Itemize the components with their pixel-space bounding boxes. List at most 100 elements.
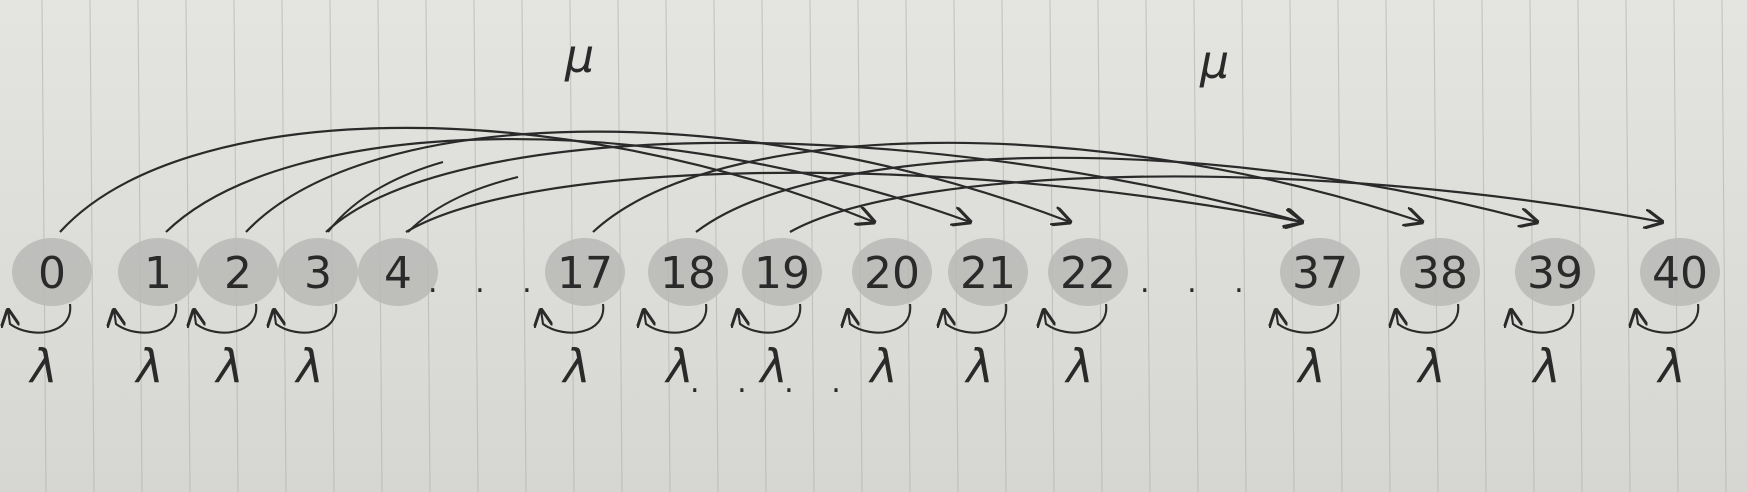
node-shadow (1640, 238, 1720, 306)
state-node-21: 21 (948, 238, 1028, 306)
node-label: 20 (864, 248, 920, 299)
ellipsis-right: . . . (1140, 265, 1258, 300)
lambda-loop-17 (541, 303, 605, 334)
lambda-loop-37 (1276, 303, 1340, 334)
lambda-label: λ (1295, 339, 1325, 393)
mu-transition-arcs (59, 126, 1662, 233)
lambda-loop-20 (848, 303, 912, 334)
node-label: 19 (754, 248, 810, 299)
mu-arc-2-to-22 (245, 130, 1070, 233)
lambda-loop-3 (274, 303, 338, 334)
lambda-loop-22 (1044, 303, 1108, 334)
node-shadow (948, 238, 1028, 306)
node-label: 3 (304, 248, 332, 299)
node-shadow (1280, 238, 1360, 306)
rule-line (1481, 0, 1487, 492)
rule-line (1049, 0, 1055, 492)
mu-label-right: μ (1199, 35, 1229, 89)
rule-line (521, 0, 527, 492)
lambda-loop-39 (1511, 303, 1575, 334)
state-node-3: 3 (278, 238, 358, 306)
node-shadow (12, 238, 92, 306)
lambda-label: λ (293, 339, 323, 393)
node-label: 17 (557, 248, 613, 299)
state-node-4: 4 (358, 238, 438, 306)
lambda-label: λ (133, 339, 163, 393)
node-label: 40 (1652, 248, 1708, 299)
mu-arc-stub (407, 176, 519, 233)
ellipsis-bottom: . . . . (690, 365, 855, 400)
node-label: 38 (1412, 248, 1468, 299)
state-node-2: 2 (198, 238, 278, 306)
rule-line (1193, 0, 1199, 492)
rule-line (953, 0, 959, 492)
rule-line (185, 0, 191, 492)
lambda-label: λ (963, 339, 993, 393)
rule-line (281, 0, 287, 492)
rule-line (1721, 0, 1727, 492)
lambda-label: λ (27, 339, 57, 393)
rule-line (809, 0, 815, 492)
rule-line (425, 0, 431, 492)
state-node-20: 20 (852, 238, 932, 306)
lambda-label: λ (1530, 339, 1560, 393)
node-shadow (1400, 238, 1480, 306)
lambda-loop-40 (1636, 303, 1700, 334)
lambda-loop-19 (738, 303, 802, 334)
rule-line (89, 0, 95, 492)
lambda-label: λ (1655, 339, 1685, 393)
node-shadow (742, 238, 822, 306)
node-shadow (118, 238, 198, 306)
lambda-label: λ (867, 339, 897, 393)
state-node-17: 17 (545, 238, 625, 306)
node-shadow (545, 238, 625, 306)
rule-line (1241, 0, 1247, 492)
lambda-loop-18 (644, 303, 708, 334)
state-node-37: 37 (1280, 238, 1360, 306)
node-label: 2 (224, 248, 252, 299)
rule-line (713, 0, 719, 492)
mu-label-left: μ (564, 29, 594, 83)
mu-arc-3-to-37 (325, 141, 1302, 233)
state-node-1: 1 (118, 238, 198, 306)
mu-arc-18-to-39 (695, 156, 1537, 233)
node-label: 39 (1527, 248, 1583, 299)
node-shadow (278, 238, 358, 306)
state-node-22: 22 (1048, 238, 1128, 306)
state-node-40: 40 (1640, 238, 1720, 306)
rule-line (1625, 0, 1631, 492)
lambda-label: λ (560, 339, 590, 393)
node-label: 22 (1060, 248, 1116, 299)
rule-line (857, 0, 863, 492)
lambda-loop-2 (194, 303, 258, 334)
lambda-loop-1 (114, 303, 178, 334)
rule-line (473, 0, 479, 492)
node-label: 4 (384, 248, 412, 299)
node-shadow (1515, 238, 1595, 306)
rule-line (1385, 0, 1391, 492)
node-shadow (1048, 238, 1128, 306)
node-label: 18 (660, 248, 716, 299)
node-label: 21 (960, 248, 1016, 299)
state-node-0: 0 (12, 238, 92, 306)
mu-arc-17-to-38 (592, 141, 1422, 233)
state-node-38: 38 (1400, 238, 1480, 306)
node-shadow (198, 238, 278, 306)
node-shadow (648, 238, 728, 306)
mu-arc-19-to-40 (789, 175, 1662, 233)
rule-line (1289, 0, 1295, 492)
node-shadow (358, 238, 438, 306)
ellipsis-left: . . . (428, 265, 546, 300)
lambda-label: λ (757, 339, 787, 393)
lambda-label: λ (1063, 339, 1093, 393)
node-label: 0 (38, 248, 66, 299)
mu-arc-4-to-37 (405, 171, 1302, 233)
lambda-loop-21 (944, 303, 1008, 334)
state-node-18: 18 (648, 238, 728, 306)
lambda-label: λ (1415, 339, 1445, 393)
node-shadow (852, 238, 932, 306)
lambda-label: λ (663, 339, 693, 393)
state-node-39: 39 (1515, 238, 1595, 306)
